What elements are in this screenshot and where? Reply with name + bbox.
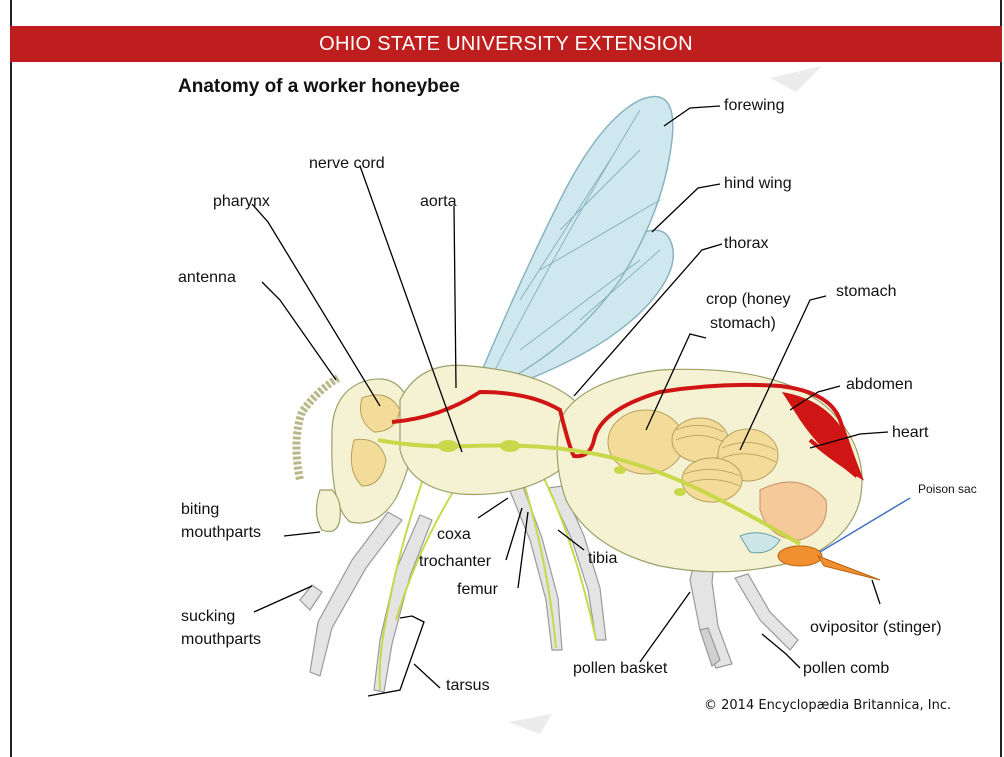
- label-heart: heart: [892, 423, 928, 442]
- label-stomach: stomach: [836, 282, 896, 301]
- poison-sac: [778, 546, 822, 566]
- label-tibia: tibia: [588, 549, 617, 568]
- label-antenna: antenna: [178, 268, 236, 287]
- watermark-bottom: [508, 714, 552, 734]
- label-biting-line2: mouthparts: [181, 523, 261, 542]
- label-pharynx: pharynx: [213, 192, 270, 211]
- label-poison-sac: Poison sac: [918, 480, 977, 499]
- label-crop-line1: crop (honey: [706, 290, 791, 309]
- label-trochanter: trochanter: [419, 552, 491, 571]
- label-pollen-basket: pollen basket: [573, 659, 667, 678]
- watermark-top: [770, 66, 822, 92]
- label-tarsus: tarsus: [446, 676, 490, 695]
- label-biting-line1: biting: [181, 500, 219, 519]
- copyright-notice: © 2014 Encyclopædia Britannica, Inc.: [704, 698, 951, 713]
- label-pollen-comb: pollen comb: [803, 659, 889, 678]
- label-ovipositor: ovipositor (stinger): [810, 618, 942, 637]
- label-forewing: forewing: [724, 96, 784, 115]
- label-aorta: aorta: [420, 192, 456, 211]
- label-femur: femur: [457, 580, 498, 599]
- label-thorax: thorax: [724, 234, 768, 253]
- label-hind-wing: hind wing: [724, 174, 792, 193]
- label-sucking-line1: sucking: [181, 607, 235, 626]
- label-crop-line2: stomach): [710, 314, 776, 333]
- stinger: [818, 556, 880, 580]
- label-coxa: coxa: [437, 525, 471, 544]
- label-nerve-cord: nerve cord: [309, 154, 385, 173]
- thorax: [400, 365, 580, 494]
- label-sucking-line2: mouthparts: [181, 630, 261, 649]
- label-abdomen: abdomen: [846, 375, 913, 394]
- mandible: [316, 490, 340, 532]
